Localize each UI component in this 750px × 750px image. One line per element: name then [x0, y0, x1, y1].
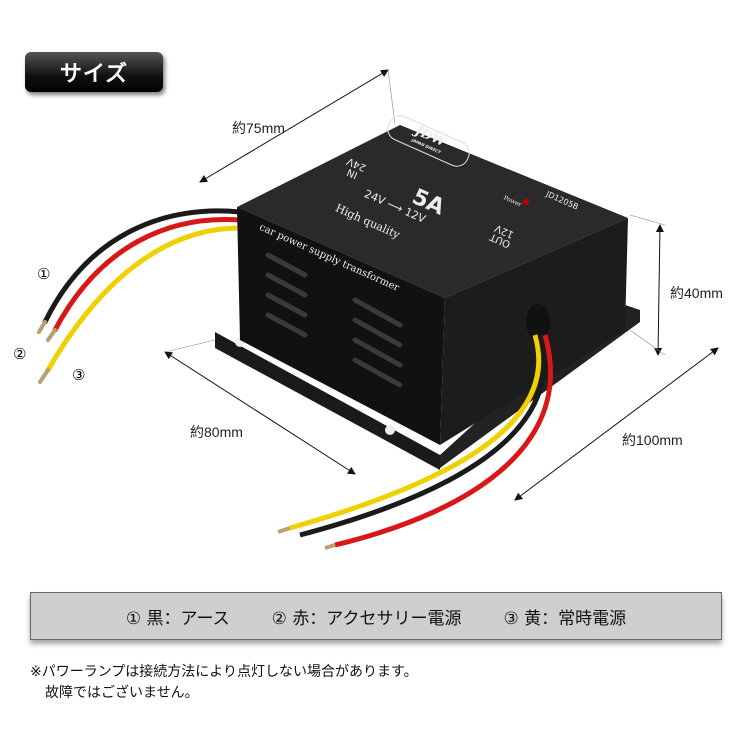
- depth-dimension-label: 約80mm: [190, 424, 243, 440]
- device-top-face: [237, 125, 628, 298]
- height-dimension-line: [654, 224, 664, 356]
- vents: [265, 252, 403, 388]
- cable-dimension-label: 約100mm: [622, 432, 683, 448]
- left-wires: [37, 208, 243, 384]
- right-wires: [277, 304, 553, 550]
- wire-marker-2: ②: [13, 345, 27, 363]
- power-led: [523, 199, 529, 205]
- cable-dimension-line: [514, 347, 719, 501]
- width-dimension-label: 約75mm: [232, 120, 285, 136]
- legend-item-yellow: ③ 黄：常時電源: [503, 608, 627, 629]
- wire-marker-1: ①: [37, 265, 51, 283]
- size-badge: サイズ: [25, 52, 163, 92]
- model-number: JD1205B: [544, 189, 580, 212]
- note-line-1: ※パワーランプは接続方法により点灯しない場合があります。: [30, 664, 418, 680]
- height-dimension-label: 約40mm: [670, 285, 723, 301]
- power-label: Power: [502, 194, 523, 209]
- legend-item-black: ① 黒：アース: [125, 608, 230, 629]
- wire-marker-3: ③: [72, 366, 86, 384]
- power-lamp-note: ※パワーランプは接続方法により点灯しない場合があります。 故障ではございません。: [30, 662, 418, 704]
- note-line-2: 故障ではございません。: [45, 685, 199, 701]
- wire-legend: ① 黒：アース ② 赤：アクセサリー電源 ③ 黄：常時電源: [30, 592, 722, 640]
- depth-dimension-line: [164, 351, 356, 475]
- width-dimension-line: [199, 69, 389, 183]
- legend-item-red: ② 赤：アクセサリー電源: [271, 608, 462, 629]
